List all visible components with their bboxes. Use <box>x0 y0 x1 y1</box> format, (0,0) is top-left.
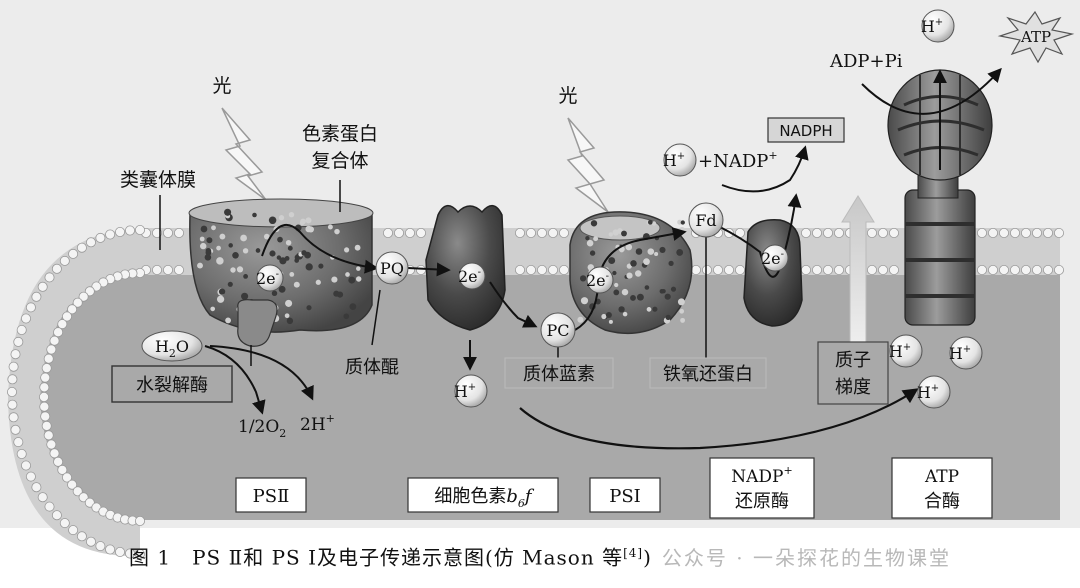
figure-caption: 图 1 PS Ⅱ和 PS Ⅰ及电子传递示意图(仿 Mason 等[4]) 公众号 … <box>0 528 1080 578</box>
oxygen-label: 1/2O2 <box>238 417 286 440</box>
electron-label-ps2: 2e- <box>256 269 279 288</box>
leader-pq <box>371 289 381 346</box>
electron-label-ps1: 2e- <box>586 271 609 290</box>
svg-text:H+: H+ <box>921 17 943 36</box>
ps1-top <box>579 215 661 241</box>
light-label-left: 光 <box>212 75 231 97</box>
ps1-name-label: PSⅠ <box>609 486 641 507</box>
proton-2h-label: 2H+ <box>300 412 335 435</box>
plastocyanin-box <box>504 357 614 389</box>
ps2-name-box <box>235 477 307 513</box>
nadp-reductase-name-box <box>709 457 815 519</box>
proton-flow-to-atp-synthase <box>519 388 919 450</box>
caption-text: 图 1 PS Ⅱ和 PS Ⅰ及电子传递示意图(仿 Mason 等 <box>129 545 624 570</box>
proton-gradient-box <box>817 341 889 405</box>
atp-product-label: ATP <box>1020 28 1051 46</box>
svg-text:H+: H+ <box>917 383 939 402</box>
proton-gradient-label-2: 梯度 <box>835 377 871 398</box>
pc-ball <box>540 312 576 348</box>
h-plus-ball-lumen-1: H+ <box>454 374 488 408</box>
pigment-complex-label-2: 复合体 <box>311 150 368 172</box>
svg-text:H+: H+ <box>663 151 685 170</box>
electron-path-ps2-pq <box>261 223 379 274</box>
electron-path-pq-cyt <box>407 262 451 277</box>
fd-label: Fd <box>695 211 716 230</box>
nadph-box <box>767 117 845 143</box>
pigment-complex-label-1: 色素蛋白 <box>302 123 378 145</box>
cytochrome-name-box <box>407 477 559 513</box>
electron-ball-reductase <box>761 244 789 272</box>
atp-synthase-name-box <box>891 457 993 519</box>
caption-ref: [4] <box>623 546 644 560</box>
svg-text:H+: H+ <box>949 344 971 363</box>
water-to-proton-arrow <box>209 345 314 401</box>
electron-ball-ps2 <box>256 264 284 292</box>
ferredoxin-label: 铁氧还蛋白 <box>663 364 753 385</box>
plastocyanin-label: 质体蓝素 <box>523 364 595 385</box>
adp-pi-label: ADP+Pi <box>829 51 903 72</box>
lipid-heads-outer <box>7 224 1065 560</box>
caption-tail: ) <box>643 545 652 570</box>
water-to-oxygen-arrow <box>204 345 266 415</box>
svg-text:H+: H+ <box>454 382 476 401</box>
electron-ball-cyt <box>458 262 486 290</box>
pc-label: PC <box>546 321 569 340</box>
proton-gradient-arrow <box>841 195 875 351</box>
electron-path-cyt-pc <box>489 281 538 328</box>
ps2-name-label: PSⅡ <box>253 486 290 507</box>
nadph-label: NADPH <box>779 122 832 140</box>
ps2-top <box>188 198 374 228</box>
ferredoxin-box <box>649 357 767 389</box>
proton-gradient-label-1: 质子 <box>835 350 871 371</box>
h2o-ball <box>141 330 203 362</box>
watermark-text: 公众号 · 一朵探花的生物课堂 <box>661 545 951 570</box>
nadph-formation-arrow <box>721 145 809 193</box>
atp-synthase-name-label-2: 合酶 <box>924 491 960 512</box>
ps1-name-box <box>589 477 661 513</box>
water-splitting-enzyme-shape <box>237 299 278 347</box>
h-plus-ball-stroma-top: H+ <box>921 9 955 43</box>
light-label-right: 光 <box>558 85 577 107</box>
fd-ball <box>688 202 724 238</box>
atp-burst <box>997 10 1075 64</box>
electron-path-fd-reductase <box>717 193 802 278</box>
electron-label-reductase: 2e- <box>761 249 784 268</box>
atp-synthesis-arrow <box>861 67 1002 115</box>
thylakoid-membrane-label: 类囊体膜 <box>120 169 196 191</box>
electron-ball-ps1 <box>586 266 614 294</box>
nadp-reductase-name-label-2: 还原酶 <box>735 491 789 512</box>
atp-synthase-name-label-1: ATP <box>924 467 959 487</box>
water-enzyme-label: 水裂解酶 <box>136 375 208 396</box>
nadp-reductase-name-label-1: NADP+ <box>731 464 792 487</box>
h-plus-ball-lumen-3: H+ <box>949 336 983 370</box>
h2o-label: H2O <box>155 337 189 360</box>
pq-label: PQ <box>380 259 404 278</box>
nadp-reductase-complex <box>743 219 803 327</box>
pq-ball <box>375 251 409 285</box>
h-plus-ball-lumen-4: H+ <box>917 375 951 409</box>
ps1-pigment-dots <box>577 219 686 324</box>
electron-label-cyt: 2e- <box>458 267 481 286</box>
water-enzyme-box <box>111 365 233 403</box>
svg-text:H+: H+ <box>889 342 911 361</box>
h-plus-ball-nadp: H+ <box>663 143 697 177</box>
h-plus-ball-lumen-2: H+ <box>889 334 923 368</box>
nadp-plus-text: +NADP+ <box>698 149 778 172</box>
plastoquinone-label: 质体醌 <box>345 357 399 378</box>
